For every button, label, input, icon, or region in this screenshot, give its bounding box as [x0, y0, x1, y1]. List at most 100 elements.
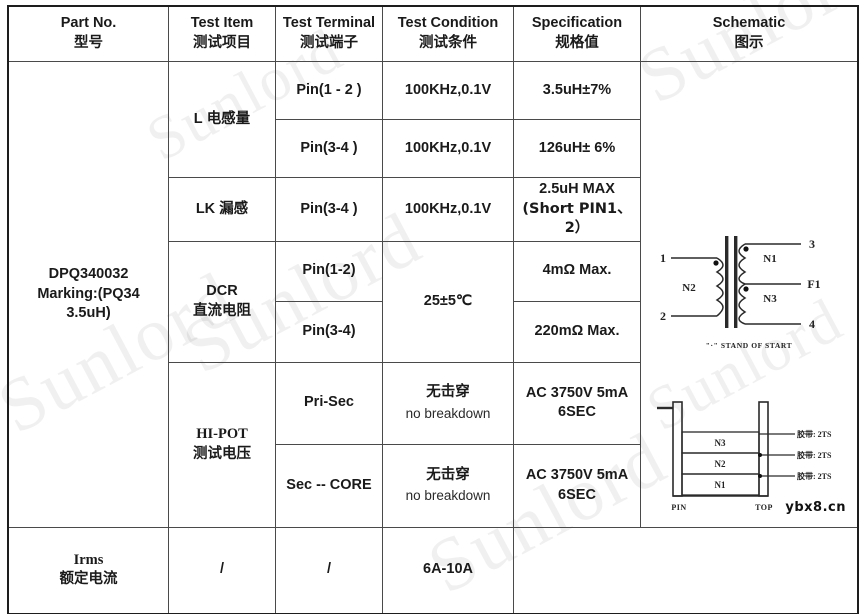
- bobbin-flange-left: [672, 401, 683, 497]
- test-item-label-en: LK: [195, 200, 216, 217]
- test-item-hipot: HI-POT 测试电压: [168, 361, 276, 528]
- bobbin-flange-right: [758, 401, 769, 497]
- header-label-en: Part No.: [60, 15, 117, 32]
- layer-label-n3: N3: [715, 438, 726, 448]
- header-label-en: Test Condition: [397, 15, 499, 32]
- site-watermark: ybx8.cn: [785, 500, 846, 516]
- bobbin-cross-section: N3 N2 N1 胶带: 2TS 胶带: 2TS 胶带: 2TS PIN: [657, 401, 832, 512]
- column-header-specification: Specification 规格值: [513, 6, 641, 62]
- table-row: Sec -- CORE 无击穿 no breakdown AC 3750V 5m…: [9, 443, 858, 528]
- test-terminal-cell: Pin(1-2): [275, 240, 383, 302]
- condition-label-en: no breakdown: [405, 405, 491, 421]
- layer-label-n1: N1: [715, 480, 726, 490]
- specification-cell: AC 3750V 5mA 6SEC: [513, 361, 641, 445]
- table-row: Irms 额定电流 / / 6A-10A: [8, 526, 858, 614]
- table-row: Pin(3-4) 220mΩ Max.: [9, 300, 858, 363]
- spec-line-2: 6SEC: [558, 486, 596, 503]
- test-item-irms: Irms 额定电流: [8, 526, 169, 614]
- column-header-part-no: Part No. 型号: [8, 6, 169, 62]
- test-condition-cell: /: [275, 526, 383, 614]
- test-item-label-cn: 漏感: [219, 200, 249, 217]
- spec-line-1: AC 3750V 5mA: [525, 467, 629, 484]
- specification-cell: AC 3750V 5mA 6SEC: [513, 443, 641, 528]
- test-terminal-cell: Pri-Sec: [275, 361, 383, 445]
- test-condition-cell: 25±5℃: [382, 240, 514, 363]
- table-row: Pin(3-4 ) 100KHz,0.1V 126uH± 6%: [9, 119, 858, 178]
- specification-cell: 3.5uH±7%: [513, 61, 641, 120]
- test-item-dcr: DCR 直流电阻: [168, 240, 276, 363]
- test-item-label-en: HI-POT: [196, 426, 248, 443]
- spec-line-2: 6SEC: [558, 404, 596, 421]
- polarity-dot-n1: [743, 246, 749, 252]
- schematic-cell: N2 1 2 N1 N3 3 F1: [640, 61, 858, 528]
- header-label-en: Test Terminal: [282, 15, 376, 32]
- polarity-dot-n3: [743, 286, 749, 292]
- tape-label-n3: 胶带: 2TS: [797, 429, 832, 439]
- specification-cell: 6A-10A: [382, 526, 514, 614]
- winding-label-n3: N3: [763, 293, 777, 305]
- header-label-en: Test Item: [190, 15, 254, 32]
- part-number-line1: DPQ340032: [48, 266, 129, 282]
- pin-label-1: 1: [660, 251, 666, 265]
- specification-cell: 4mΩ Max.: [513, 240, 641, 302]
- header-label-cn: 测试端子: [300, 35, 358, 51]
- header-label-en: Specification: [531, 15, 623, 32]
- test-condition-cell: 100KHz,0.1V: [382, 119, 514, 178]
- test-terminal-cell: Pin(3-4 ): [275, 177, 383, 242]
- column-header-test-condition: Test Condition 测试条件: [382, 6, 514, 62]
- test-terminal-cell: Pin(3-4): [275, 300, 383, 363]
- winding-label-n2: N2: [682, 282, 696, 294]
- pin-label-3: 3: [809, 237, 815, 251]
- tape-dot-n2: [758, 453, 762, 457]
- bobbin-label-pin: PIN: [671, 503, 686, 512]
- test-terminal-cell: Pin(3-4 ): [275, 119, 383, 178]
- test-condition-cell: 无击穿 no breakdown: [382, 443, 514, 528]
- test-condition-cell: 无击穿 no breakdown: [382, 361, 514, 445]
- header-label-cn: 图示: [734, 35, 764, 51]
- specification-cell: 126uH± 6%: [513, 119, 641, 178]
- test-terminal-cell: /: [168, 526, 276, 614]
- test-item-label-cn: 电感量: [206, 110, 251, 127]
- column-header-test-terminal: Test Terminal 测试端子: [275, 6, 383, 62]
- specification-sheet: Part No. 型号 Test Item 测试项目 Test Terminal…: [7, 5, 859, 614]
- test-terminal-cell: Sec -- CORE: [275, 443, 383, 528]
- condition-label-en: no breakdown: [405, 488, 491, 504]
- table-row: LK 漏感 Pin(3-4 ) 100KHz,0.1V 2.5uH MAX (S…: [9, 177, 858, 242]
- column-header-test-item: Test Item 测试项目: [168, 6, 276, 62]
- specification-cell: 220mΩ Max.: [513, 300, 641, 363]
- tape-label-n1: 胶带: 2TS: [797, 471, 832, 481]
- schematic-caption: "·" STAND OF START: [706, 341, 792, 350]
- table-header: Part No. 型号 Test Item 测试项目 Test Terminal…: [8, 6, 858, 62]
- test-item-label: L 电感量: [172, 110, 272, 130]
- header-label-cn: 测试条件: [419, 35, 477, 51]
- part-number-line3: 3.5uH): [66, 305, 111, 322]
- pin-label-2: 2: [660, 309, 666, 323]
- tape-dot-n1: [758, 474, 762, 478]
- header-label-cn: 型号: [74, 35, 103, 51]
- bobbin-label-top: TOP: [755, 503, 773, 512]
- tape-label-n2: 胶带: 2TS: [797, 450, 832, 460]
- pin-label-f1: F1: [807, 277, 820, 291]
- part-number-cell: DPQ340032 Marking:(PQ34 3.5uH): [8, 61, 169, 528]
- test-item-leakage: LK 漏感: [168, 177, 276, 242]
- table-body: DPQ340032 Marking:(PQ34 3.5uH) L 电感量 Pin…: [8, 61, 858, 614]
- test-item-label-cn: 直流电阻: [193, 302, 251, 319]
- schematic-inner: N2 1 2 N1 N3 3 F1: [644, 64, 854, 525]
- test-item-label-en: Irms: [73, 551, 104, 568]
- test-condition-cell: 100KHz,0.1V: [382, 177, 514, 242]
- test-terminal-cell: Pin(1 - 2 ): [275, 61, 383, 120]
- core-bar-left: [725, 236, 729, 328]
- layer-label-n2: N2: [715, 459, 726, 469]
- polarity-dot-n2: [713, 260, 719, 266]
- condition-label-cn: 无击穿: [426, 384, 470, 401]
- specification-table: Part No. 型号 Test Item 测试项目 Test Terminal…: [7, 5, 859, 614]
- table-row: HI-POT 测试电压 Pri-Sec 无击穿 no breakdown AC …: [9, 361, 858, 528]
- test-item-label: LK 漏感: [172, 200, 272, 220]
- test-item-label-en: DCR: [206, 283, 238, 300]
- pin-label-4: 4: [809, 317, 815, 331]
- spec-line-3: 2）: [564, 220, 590, 237]
- winding-layer-n1: [681, 473, 760, 496]
- part-number-line2: Marking:(PQ34: [37, 285, 140, 302]
- header-label-en: Schematic: [712, 15, 786, 32]
- winding-coil-n1: [738, 243, 747, 285]
